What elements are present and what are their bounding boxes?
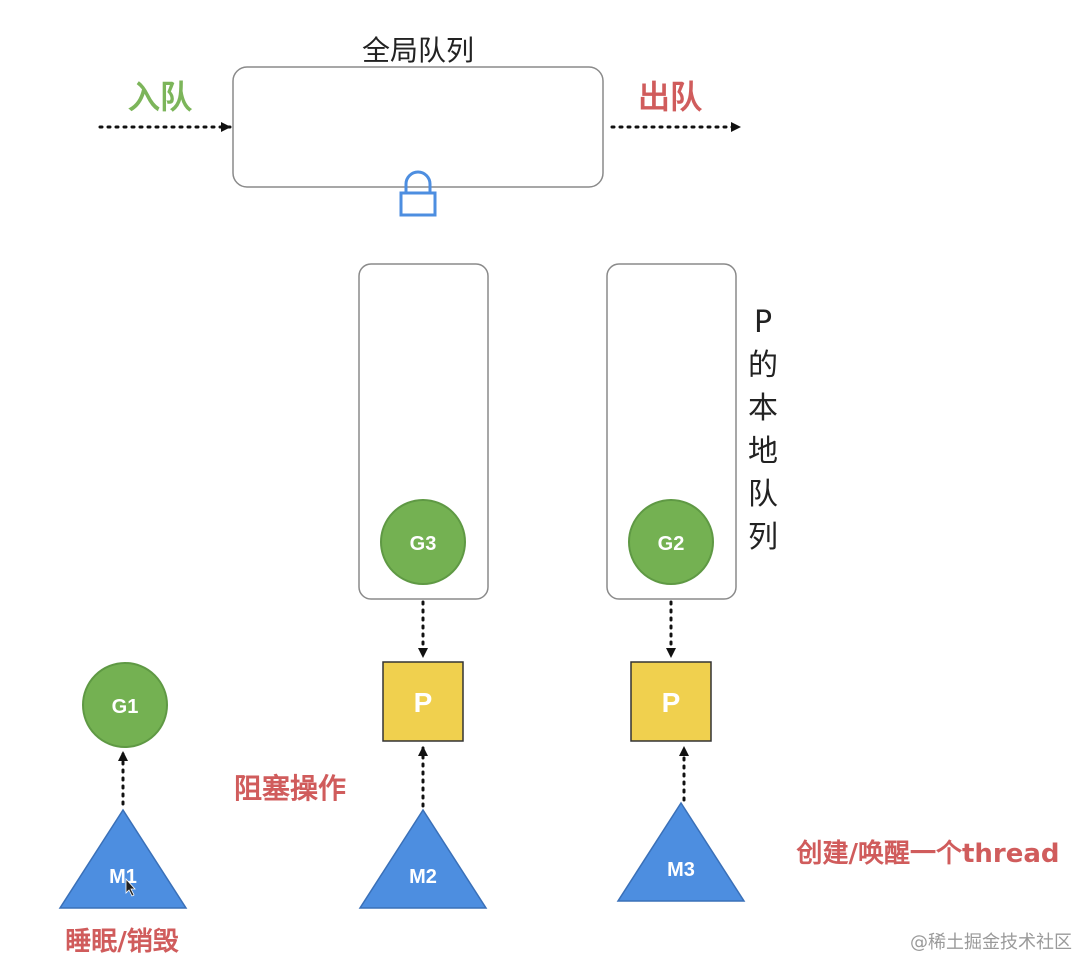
watermark: @稀土掘金技术社区	[910, 932, 1072, 953]
machine-m1: M1	[58, 808, 188, 909]
processor-left: P	[382, 661, 464, 742]
processor-right-label: P	[662, 687, 681, 718]
cursor-icon	[125, 877, 136, 897]
goroutine-g1: G1	[82, 662, 168, 748]
machine-m2: M2	[358, 808, 488, 909]
goroutine-g3-label: G3	[410, 533, 437, 555]
machine-m3-label: M3	[667, 859, 695, 881]
global-queue-box	[232, 66, 604, 188]
goroutine-g3: G3	[380, 499, 466, 585]
local-queue-label-char: 本	[748, 391, 778, 426]
global-queue-title: 全局队列	[362, 34, 474, 67]
local-queue-label: P 的 本 地 队 列	[748, 305, 778, 555]
goroutine-g2-label: G2	[658, 533, 685, 555]
local-queue-label-char: 列	[748, 520, 778, 555]
local-queue-label-char: 地	[748, 434, 778, 469]
machine-m3: M3	[616, 801, 746, 902]
local-queue-label-char: 队	[748, 477, 778, 512]
local-queue-label-char: P	[754, 305, 772, 340]
processor-right: P	[630, 661, 712, 742]
lock-icon	[399, 170, 437, 217]
processor-left-label: P	[414, 687, 433, 718]
dequeue-label: 出队	[638, 78, 703, 116]
local-queue-label-char: 的	[748, 348, 778, 383]
annotation-blocking-op: 阻塞操作	[234, 772, 346, 805]
goroutine-g1-label: G1	[112, 696, 139, 718]
annotation-sleep-destroy: 睡眠/销毁	[65, 927, 179, 957]
machine-m2-label: M2	[409, 866, 437, 888]
enqueue-label: 入队	[128, 78, 193, 116]
goroutine-g2: G2	[628, 499, 714, 585]
machine-m1-label: M1	[109, 866, 137, 888]
annotation-create-wake: 创建/唤醒一个thread	[795, 839, 1059, 869]
